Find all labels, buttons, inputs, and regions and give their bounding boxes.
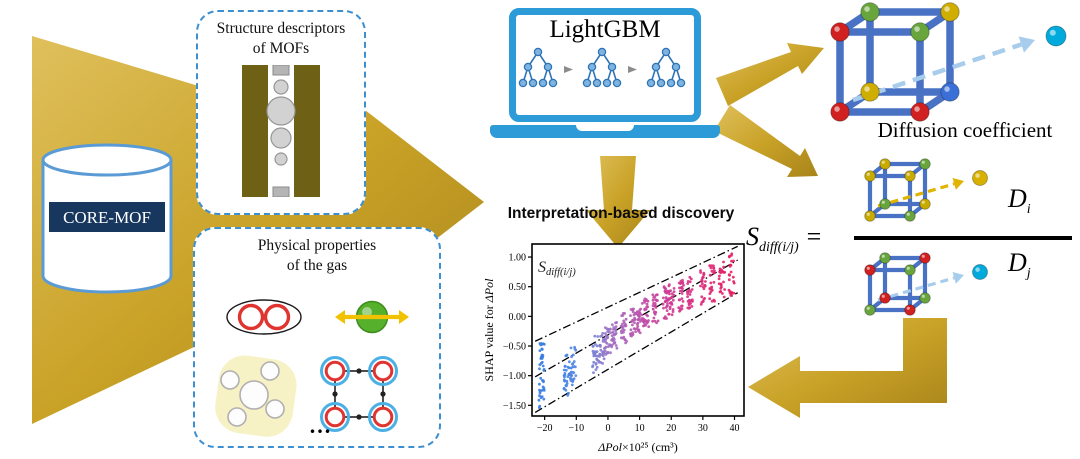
mof-pore-graphic — [242, 64, 320, 197]
selectivity-subscript: diff(i/j) — [759, 240, 799, 256]
equals-sign: = — [806, 222, 822, 251]
mof-cube-diffusion — [830, 2, 1067, 122]
arrow-to-diffusion — [716, 43, 824, 106]
svg-text:−1.50: −1.50 — [503, 401, 526, 412]
dj-symbol: D — [1008, 248, 1027, 277]
laptop-notch — [576, 125, 634, 131]
fraction-bar — [854, 236, 1072, 240]
feedback-arrow — [748, 318, 947, 418]
arrow-to-equation — [714, 105, 818, 177]
dj-subscript: j — [1026, 266, 1031, 282]
lightgbm-label: LightGBM — [549, 16, 661, 43]
polarizability-icon — [335, 300, 409, 334]
x-axis-label: ΔPol×10²⁵ (cm³) — [597, 440, 678, 454]
arrow-right-icon — [564, 66, 573, 73]
interpretation-label: Interpretation-based discovery — [507, 205, 735, 222]
arrow-right-icon — [628, 66, 637, 73]
ring-molecule-icon — [320, 356, 398, 432]
decision-trees-graphic — [518, 47, 686, 88]
tree-icon — [518, 47, 558, 88]
physical-properties-box: Physical properties of the gas — [193, 227, 441, 448]
structure-box-title-line1: Structure descriptors — [216, 20, 346, 37]
di-term: Di — [1008, 184, 1031, 218]
methane-molecule-icon — [215, 355, 297, 437]
svg-text:0: 0 — [605, 423, 610, 434]
svg-text:−20: −20 — [537, 423, 553, 434]
svg-text:−0.50: −0.50 — [503, 342, 526, 353]
tree-icon — [646, 47, 686, 88]
diatomic-molecule-icon — [226, 299, 302, 335]
physical-box-title-line2: of the gas — [286, 256, 348, 274]
svg-text:10: 10 — [635, 423, 645, 434]
dj-term: Dj — [1008, 248, 1031, 282]
physical-box-title-line1: Physical properties — [257, 237, 377, 254]
laptop-down-arrow — [586, 156, 650, 248]
series-annotation: Sdiff(i/j) — [538, 259, 576, 278]
y-axis-label: SHAP value for ΔPol — [482, 278, 496, 382]
database-label-band — [49, 202, 165, 232]
mof-cube-di — [864, 158, 988, 222]
selectivity-symbol: S — [746, 222, 759, 251]
physical-box-title: Physical properties of the gas — [195, 229, 439, 276]
selectivity-equation-lhs: Sdiff(i/j) = — [746, 222, 821, 256]
structure-box-title-line2: of MOFs — [252, 39, 310, 57]
structure-box-title: Structure descriptors of MOFs — [198, 12, 364, 59]
cylinder-top — [41, 143, 173, 177]
svg-text:−1.00: −1.00 — [503, 371, 526, 382]
svg-text:1.00: 1.00 — [509, 253, 527, 264]
diffusion-coefficient-label: Diffusion coefficient — [877, 118, 1053, 142]
shap-chart: −20 −10 0 10 20 30 40 1.00 0.50 0.00 −0.50 −1.00 −1.… — [482, 243, 745, 454]
di-subscript: i — [1026, 202, 1031, 218]
svg-text:20: 20 — [666, 423, 676, 434]
laptop-graphic: LightGBM — [490, 8, 720, 138]
structure-descriptors-box: Structure descriptors of MOFs — [196, 10, 366, 215]
svg-text:40: 40 — [730, 423, 740, 434]
plot-area: −20 −10 0 10 20 30 40 1.00 0.50 0.00 −0.50 −1.00 −1.… — [503, 243, 745, 434]
svg-text:30: 30 — [698, 423, 708, 434]
laptop-base — [490, 125, 720, 138]
ellipsis: ... — [309, 413, 333, 438]
database-label: CORE-MOF — [63, 208, 151, 227]
di-symbol: D — [1008, 184, 1027, 213]
core-mof-database: CORE-MOF — [41, 143, 173, 294]
svg-text:0.00: 0.00 — [509, 312, 527, 323]
svg-text:−10: −10 — [568, 423, 584, 434]
tree-icon — [582, 47, 622, 88]
svg-text:0.50: 0.50 — [509, 282, 527, 293]
laptop-screen: LightGBM — [509, 8, 701, 122]
mof-cube-dj — [864, 252, 988, 316]
